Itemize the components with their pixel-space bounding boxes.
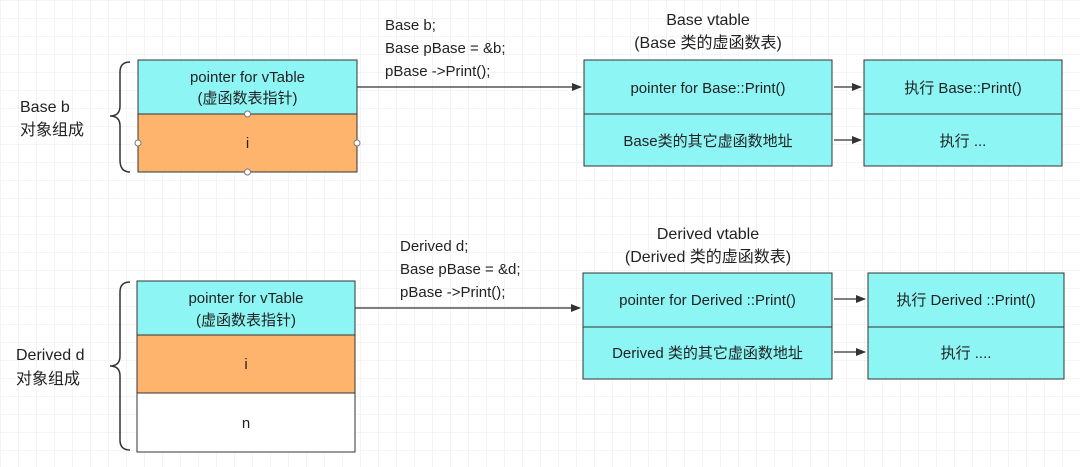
base-obj-vptr-cell <box>137 59 358 115</box>
base-obj-i-cell <box>137 113 358 173</box>
base-exec-row-text: 执行 ... <box>940 133 987 150</box>
derived-vtable-subtitle: (Derived 类的虚函数表) <box>625 248 791 266</box>
derived-section: Derived d 对象组成 pointer for vTable (虚函数表指… <box>16 226 1065 453</box>
base-object-brace <box>109 61 131 173</box>
base-object-label: Base b <box>20 99 70 116</box>
selection-handle <box>244 110 251 118</box>
base-vtable-row-text: pointer for Base::Print() <box>630 80 785 97</box>
base-vtable-subtitle: (Base 类的虚函数表) <box>634 34 782 52</box>
derived-code-line: Base pBase = &d; <box>400 261 521 278</box>
base-obj-vptr-text: pointer for vTable <box>190 69 305 86</box>
derived-exec-row-text: 执行 Derived ::Print() <box>896 292 1035 309</box>
derived-exec-row-text: 执行 .... <box>941 345 992 362</box>
derived-exec-row <box>867 326 1065 380</box>
base-vtable-row-text: Base类的其它虚函数地址 <box>623 132 792 150</box>
base-code-line: Base pBase = &b; <box>385 40 506 57</box>
derived-object-brace <box>109 281 131 451</box>
derived-obj-n-cell <box>136 392 356 453</box>
base-obj-i-text: i <box>246 135 249 152</box>
derived-obj-i-text: i <box>244 356 247 373</box>
base-vtable-row <box>583 113 833 167</box>
derived-vtable-row <box>582 272 833 328</box>
base-vtable-title: Base vtable <box>666 12 750 29</box>
derived-code-line: pBase ->Print(); <box>400 284 505 301</box>
derived-vtable-row <box>582 326 833 380</box>
derived-obj-vptr-subtext: (虚函数表指针) <box>196 312 296 329</box>
derived-object-label-sub: 对象组成 <box>16 370 80 388</box>
derived-obj-i-cell <box>136 334 356 394</box>
base-exec-row <box>863 59 1063 115</box>
base-code-line: pBase ->Print(); <box>385 63 490 80</box>
derived-obj-n-text: n <box>242 415 250 432</box>
derived-obj-vptr-cell <box>136 280 356 336</box>
base-object-label-sub: 对象组成 <box>20 121 84 139</box>
selection-handle <box>244 168 251 176</box>
derived-obj-vptr-text: pointer for vTable <box>188 290 303 307</box>
derived-vtable-row-text: Derived 类的其它虚函数地址 <box>612 344 803 362</box>
derived-code-line: Derived d; <box>400 238 468 255</box>
derived-object-label: Derived d <box>16 347 84 364</box>
base-obj-vptr-subtext: (虚函数表指针) <box>198 90 298 107</box>
derived-vtable-title: Derived vtable <box>657 226 759 243</box>
base-exec-row-text: 执行 Base::Print() <box>904 80 1022 97</box>
base-code-line: Base b; <box>385 17 436 34</box>
base-vtable-row <box>583 59 833 115</box>
base-exec-row <box>863 113 1063 167</box>
derived-vtable-row-text: pointer for Derived ::Print() <box>619 292 796 309</box>
derived-exec-row <box>867 272 1065 328</box>
selection-handle <box>134 139 142 147</box>
base-section: Base b 对象组成 pointer for vTable (虚函数表指针) … <box>20 12 1063 176</box>
selection-handle <box>353 139 361 147</box>
